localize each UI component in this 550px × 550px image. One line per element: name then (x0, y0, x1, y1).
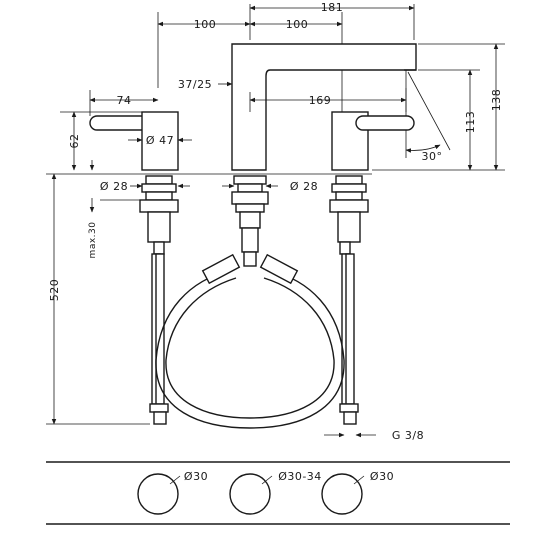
dim-outlet-angle: 30° (422, 150, 443, 163)
dim-height-to-outlet: 113 (464, 111, 477, 134)
dim-spout-height-ratio: 37/25 (178, 78, 212, 91)
deck-hole-plan (46, 461, 510, 525)
connection-hose (155, 251, 345, 429)
dim-reach-inner-line (249, 88, 407, 112)
dim-total-height: 138 (490, 89, 503, 112)
right-handle (331, 111, 415, 171)
dim-shank-length-line (46, 173, 150, 425)
dim-shank-length: 520 (48, 279, 61, 302)
left-valve-assembly (139, 175, 179, 425)
dim-handle-spacing-right: 100 (286, 18, 309, 31)
dim-handle-height: 62 (68, 134, 81, 149)
spout-body (231, 43, 417, 171)
dim-handle-dia: Ø 47 (146, 134, 174, 147)
dim-max-deck-thickness: max.30 (88, 222, 98, 259)
dim-spout-length: 181 (321, 1, 344, 14)
outlet-angle-marker (405, 70, 451, 158)
dim-handle-height-line (60, 111, 142, 171)
dim-handle-spacing-left: 100 (194, 18, 217, 31)
hole-center (229, 473, 271, 515)
dim-hole-center: Ø30-34 (278, 470, 322, 483)
dim-shank-dia-left: Ø 28 (100, 180, 128, 193)
dim-hole-left: Ø30 (184, 470, 208, 483)
hole-left (137, 473, 179, 515)
dim-hole-right: Ø30 (370, 470, 394, 483)
right-valve-assembly (329, 175, 369, 425)
dim-connection-thread: G 3/8 (392, 429, 424, 442)
hole-right (321, 473, 363, 515)
dim-shank-dia-center: Ø 28 (290, 180, 318, 193)
dim-reach-inner: 169 (309, 94, 332, 107)
right-dimensions (372, 43, 505, 171)
center-valve-assembly (231, 175, 269, 253)
dim-handle-reach: 74 (117, 94, 132, 107)
top-dimensions (157, 4, 415, 112)
